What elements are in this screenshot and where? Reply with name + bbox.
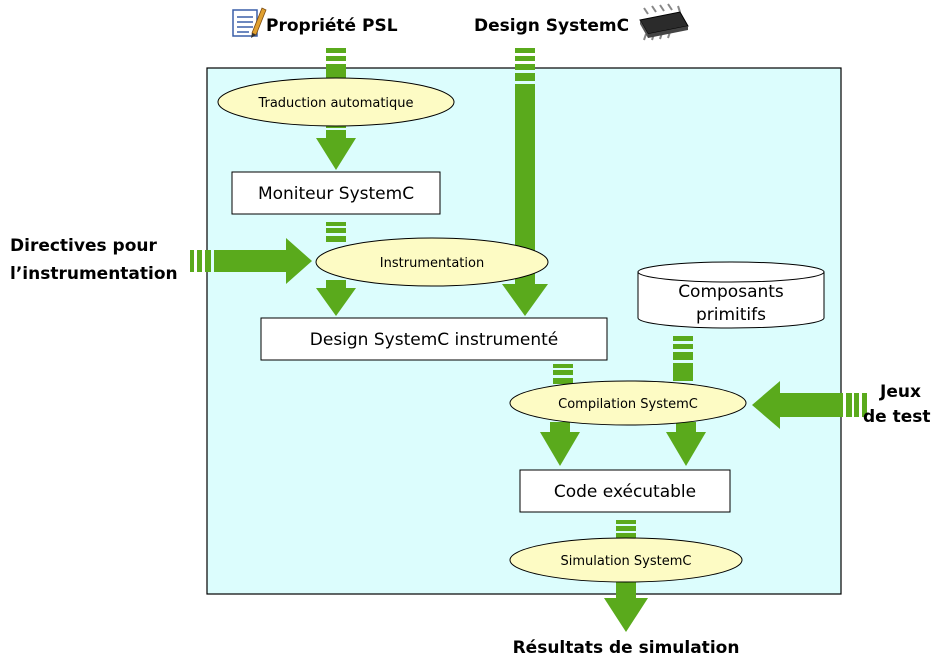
pencil-document-icon — [232, 7, 267, 38]
psl-property-label: Propriété PSL — [266, 16, 398, 36]
instrumentation-process: Instrumentation — [315, 237, 549, 287]
arrow-directives-to-instrumentation — [190, 238, 312, 284]
tests-label-line2: de test — [863, 407, 931, 427]
simulation-process: Simulation SystemC — [509, 537, 743, 583]
executable-box: Code exécutable — [519, 469, 731, 513]
arrow-components-to-compilation — [673, 336, 693, 381]
systemc-design-label: Design SystemC — [474, 16, 629, 36]
compilation-process: Compilation SystemC — [509, 380, 747, 426]
instrumented-design-label: Design SystemC instrumenté — [310, 330, 558, 350]
arrow-psl-to-translation — [326, 48, 346, 78]
compilation-label: Compilation SystemC — [558, 397, 698, 412]
instrumentation-label: Instrumentation — [380, 256, 484, 271]
translation-process: Traduction automatique — [217, 77, 455, 127]
instrumented-design-box: Design SystemC instrumenté — [260, 317, 608, 361]
monitor-box: Moniteur SystemC — [231, 171, 441, 215]
monitor-label: Moniteur SystemC — [258, 184, 414, 204]
executable-label: Code exécutable — [554, 482, 696, 502]
arrow-tests-to-compilation — [752, 381, 867, 429]
components-database: Composants primitifs — [637, 261, 825, 329]
components-label-line1: Composants — [678, 282, 784, 302]
arrows — [190, 48, 867, 632]
directives-label-line1: Directives pour — [10, 236, 157, 256]
arrow-compilation-to-executable-right — [666, 422, 706, 466]
results-label: Résultats de simulation — [513, 638, 740, 658]
directives-label-line2: l’instrumentation — [10, 264, 178, 284]
arrow-instrumented-to-compilation — [553, 364, 573, 384]
arrow-simulation-to-results — [604, 578, 648, 632]
arrow-executable-to-simulation — [616, 520, 636, 539]
arrow-monitor-to-instrumentation — [326, 222, 346, 242]
translation-label: Traduction automatique — [257, 96, 413, 111]
arrow-design-to-instrumented — [502, 48, 548, 316]
chip-icon — [639, 3, 689, 41]
tests-label-line1: Jeux — [879, 382, 921, 402]
components-label-line2: primitifs — [696, 305, 766, 325]
arrow-instrumentation-to-instrumented — [316, 280, 356, 316]
arrow-compilation-to-executable-left — [540, 422, 580, 466]
simulation-label: Simulation SystemC — [561, 554, 692, 569]
